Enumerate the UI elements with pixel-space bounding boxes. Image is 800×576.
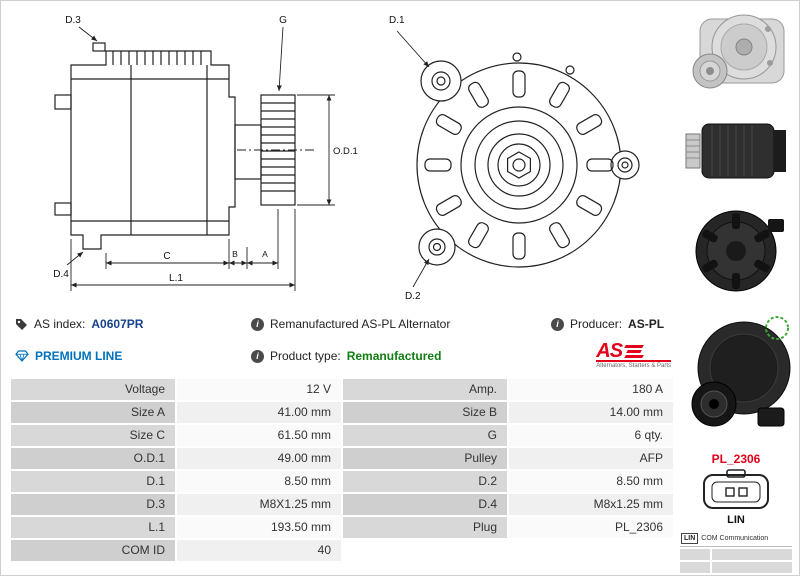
spec-table: Voltage 12 V Amp. 180 A Size A 41.00 mm …	[11, 379, 673, 563]
spec-value-cell: 193.50 mm	[177, 517, 341, 538]
dim-label-od1: O.D.1	[333, 146, 358, 157]
as-pl-logo: AS Alternators, Starters & Parts	[596, 340, 671, 369]
product-photo-rear	[695, 210, 784, 292]
as-pl-logo-text: AS	[596, 340, 623, 362]
alternator-side-drawing: D.3 G O.D.1 D.4 C B A L.1	[53, 15, 358, 291]
spec-label-cell: COM ID	[11, 540, 175, 561]
spec-label-cell: O.D.1	[11, 448, 175, 469]
product-type-label: Product type:	[270, 349, 341, 363]
product-photo-front	[692, 14, 785, 89]
spec-row: Voltage 12 V Amp. 180 A	[11, 379, 673, 400]
spec-value-cell: 61.50 mm	[177, 425, 341, 446]
spec-label-cell: Plug	[343, 517, 507, 538]
product-type-value: Remanufactured	[346, 349, 442, 363]
plug-connector-drawing	[703, 469, 769, 509]
dim-label-d2: D.2	[405, 291, 421, 302]
spec-value-cell: M8x1.25 mm	[509, 494, 673, 515]
spec-row: Size C 61.50 mm G 6 qty.	[11, 425, 673, 446]
producer-row: i Producer: AS-PL	[551, 317, 673, 331]
side-housing	[54, 42, 262, 250]
com-row	[680, 562, 792, 573]
connector-label: LIN	[727, 514, 745, 526]
spec-value-cell: 12 V	[177, 379, 341, 400]
product-photo-side	[685, 123, 786, 179]
product-description: Remanufactured AS-PL Alternator	[270, 317, 451, 331]
front-leader-lines	[396, 30, 430, 288]
as-index-value: A0607PR	[91, 317, 144, 331]
dim-label-d3: D.3	[65, 15, 81, 26]
spec-label-cell: D.4	[343, 494, 507, 515]
product-type-row: i Product type: Remanufactured	[251, 349, 551, 363]
info-icon: i	[551, 317, 564, 331]
spec-value-cell: 49.00 mm	[177, 448, 341, 469]
com-communication-box: LIN COM Communication	[680, 532, 792, 575]
spec-label-cell: Size B	[343, 402, 507, 423]
producer-label: Producer:	[570, 317, 623, 331]
as-pl-logo-subtext: Alternators, Starters & Parts	[596, 363, 671, 369]
spec-label-cell: Pulley	[343, 448, 507, 469]
lin-chip: LIN	[681, 533, 699, 544]
spec-row: Size A 41.00 mm Size B 14.00 mm	[11, 402, 673, 423]
product-info-section: AS index: A0607PR i Remanufactured AS-PL…	[15, 317, 673, 369]
spec-value-cell: 40	[177, 540, 341, 561]
spec-value-cell: 6 qty.	[509, 425, 673, 446]
dim-label-d1: D.1	[389, 15, 405, 26]
spec-value-cell: 8.50 mm	[509, 471, 673, 492]
spec-label-cell: D.1	[11, 471, 175, 492]
spec-row: D.3 M8X1.25 mm D.4 M8x1.25 mm	[11, 494, 673, 515]
spec-label-cell: D.3	[11, 494, 175, 515]
spec-label-cell: Size C	[11, 425, 175, 446]
com-row	[680, 549, 792, 560]
spec-value-cell: 14.00 mm	[509, 402, 673, 423]
premium-line-label: PREMIUM LINE	[35, 349, 123, 363]
front-housing	[416, 52, 640, 268]
product-photo-angled	[691, 316, 791, 427]
spec-label-cell: Size A	[11, 402, 175, 423]
spec-value-cell: 41.00 mm	[177, 402, 341, 423]
dim-label-l1: L.1	[169, 273, 183, 284]
spec-value-cell-empty	[509, 540, 673, 561]
spec-value-cell: M8X1.25 mm	[177, 494, 341, 515]
as-pl-logo-stripes	[624, 345, 644, 358]
spec-value-cell: AFP	[509, 448, 673, 469]
description-row: i Remanufactured AS-PL Alternator	[251, 317, 551, 331]
spec-label-cell: G	[343, 425, 507, 446]
premium-line-row: PREMIUM LINE	[15, 349, 251, 363]
spec-label-cell: Voltage	[11, 379, 175, 400]
info-icon: i	[251, 349, 264, 363]
as-index-label: AS index:	[34, 317, 86, 331]
dim-label-d4: D.4	[53, 269, 69, 280]
tag-icon	[16, 318, 27, 330]
dim-label-c: C	[163, 251, 170, 262]
spec-value-cell: PL_2306	[509, 517, 673, 538]
spec-label-cell: D.2	[343, 471, 507, 492]
spec-row: D.1 8.50 mm D.2 8.50 mm	[11, 471, 673, 492]
spec-row: O.D.1 49.00 mm Pulley AFP	[11, 448, 673, 469]
info-icon: i	[251, 317, 264, 331]
spec-label-cell-empty	[343, 540, 507, 561]
spec-label-cell: L.1	[11, 517, 175, 538]
dim-label-a: A	[262, 249, 268, 259]
plug-code: PL_2306	[711, 452, 761, 466]
spec-value-cell: 8.50 mm	[177, 471, 341, 492]
as-index-row: AS index: A0607PR	[15, 317, 251, 331]
dim-label-g: G	[279, 15, 287, 26]
diamond-icon	[15, 350, 29, 362]
spec-row: L.1 193.50 mm Plug PL_2306	[11, 517, 673, 538]
side-dimension-lines	[66, 26, 335, 291]
product-photo-column: PL_2306 LIN LIN COM Communication	[677, 7, 795, 575]
alternator-front-drawing: D.1 D.2	[389, 15, 640, 302]
spec-label-cell: Amp.	[343, 379, 507, 400]
spec-row: COM ID 40	[11, 540, 673, 561]
dim-label-b: B	[232, 249, 238, 259]
com-header: LIN COM Communication	[680, 532, 792, 547]
spec-value-cell: 180 A	[509, 379, 673, 400]
producer-value: AS-PL	[628, 317, 665, 331]
com-title: COM Communication	[701, 535, 769, 542]
